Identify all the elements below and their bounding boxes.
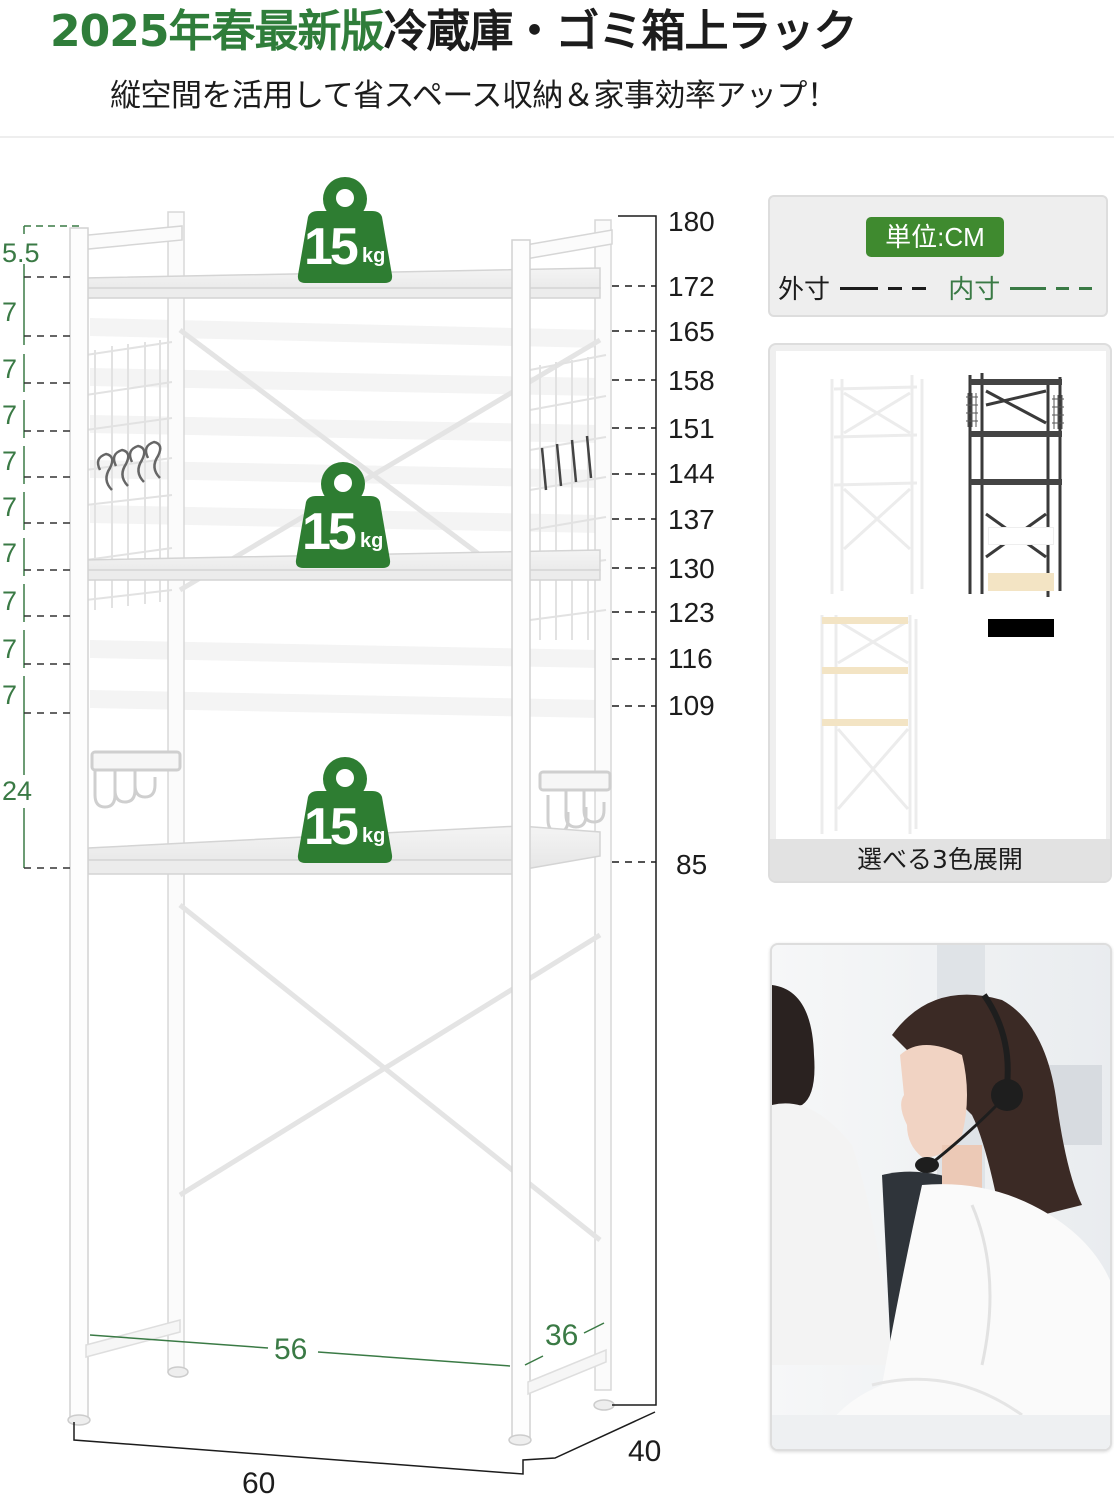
outer-height-mark: 172 <box>668 271 715 302</box>
rack-illustration <box>23 211 657 1475</box>
rack-dimension-diagram: 15 kg 15 kg 15 kg 5.5 7 7 7 7 7 7 7 7 7 … <box>0 150 760 1500</box>
dimension-legend: 単位:CM 外寸 内寸 <box>768 195 1108 317</box>
color-swatch-natural[interactable] <box>988 573 1054 591</box>
color-swatch-black[interactable] <box>988 619 1054 637</box>
weight-icon <box>295 462 391 568</box>
inner-dash-line-icon <box>1010 287 1093 290</box>
inner-dim-label: 7 <box>2 354 18 384</box>
color-variants <box>776 351 1106 839</box>
outer-height-mark: 137 <box>668 504 715 535</box>
load-unit: kg <box>362 245 386 267</box>
load-value: 15 <box>304 798 359 856</box>
page-subtitle: 縦空間を活用して省スペース収納＆家事効率アップ！ <box>110 78 838 114</box>
legend-row: 外寸 内寸 <box>778 273 1108 307</box>
outer-dash-line-icon <box>840 287 927 290</box>
outer-height-mark: 130 <box>668 553 715 584</box>
outer-height-mark: 123 <box>668 597 715 628</box>
inner-depth-label: 36 <box>545 1319 579 1352</box>
inner-width-label: 56 <box>274 1333 308 1366</box>
load-value: 15 <box>302 503 357 561</box>
title-highlight: 2025年春最新版 <box>50 6 384 57</box>
unit-badge: 単位:CM <box>866 217 1004 257</box>
support-operator-photo <box>770 943 1112 1451</box>
inner-dim-label: 5.5 <box>2 238 40 268</box>
inner-dim-label: 7 <box>2 538 18 568</box>
outer-height-mark: 109 <box>668 690 715 721</box>
inner-dim-label: 7 <box>2 297 18 327</box>
load-value: 15 <box>304 218 359 276</box>
load-unit: kg <box>360 530 384 552</box>
outer-height-mark: 85 <box>676 849 708 880</box>
title-rest: 冷蔵庫・ゴミ箱上ラック <box>383 6 857 57</box>
weight-icon <box>297 177 393 283</box>
load-capacity-badge-middle: 15 kg <box>288 460 398 570</box>
header-banner: 2025年春最新版冷蔵庫・ゴミ箱上ラック 縦空間を活用して省スペース収納＆家事効… <box>0 0 1114 138</box>
outer-height-mark: 144 <box>668 458 715 489</box>
color-swatch-white[interactable] <box>988 527 1054 545</box>
outer-height-mark: 151 <box>668 413 715 444</box>
rack-natural-variant <box>820 615 918 834</box>
operator-photo-illustration <box>772 945 1110 1449</box>
outer-height-mark: 180 <box>668 206 715 237</box>
page-title: 2025年春最新版冷蔵庫・ゴミ箱上ラック <box>50 2 857 62</box>
outer-depth-label: 40 <box>628 1435 662 1468</box>
inner-dim-label: 7 <box>2 586 18 616</box>
outer-height-mark: 158 <box>668 365 715 396</box>
rack-white-variant <box>830 375 924 594</box>
inner-dim-label: 24 <box>2 776 33 806</box>
inner-dim-label: 7 <box>2 446 18 476</box>
color-options-caption: 選べる3色展開 <box>770 839 1110 881</box>
load-capacity-badge-top: 15 kg <box>290 175 400 285</box>
outer-height-mark: 116 <box>668 643 713 674</box>
inner-dim-label: 7 <box>2 634 18 664</box>
inner-dim-label: 内寸 <box>948 275 1001 305</box>
outer-width-label: 60 <box>242 1467 276 1500</box>
color-options-panel: 選べる3色展開 <box>768 343 1112 883</box>
load-capacity-badge-bottom: 15 kg <box>290 755 400 865</box>
rack-black-variant <box>966 373 1064 597</box>
outer-height-mark: 165 <box>668 316 715 347</box>
weight-icon <box>297 757 393 863</box>
inner-dim-label: 7 <box>2 680 18 710</box>
inner-dim-label: 7 <box>2 492 18 522</box>
inner-dim-label: 7 <box>2 400 18 430</box>
outer-dim-label: 外寸 <box>778 275 831 305</box>
load-unit: kg <box>362 825 386 847</box>
